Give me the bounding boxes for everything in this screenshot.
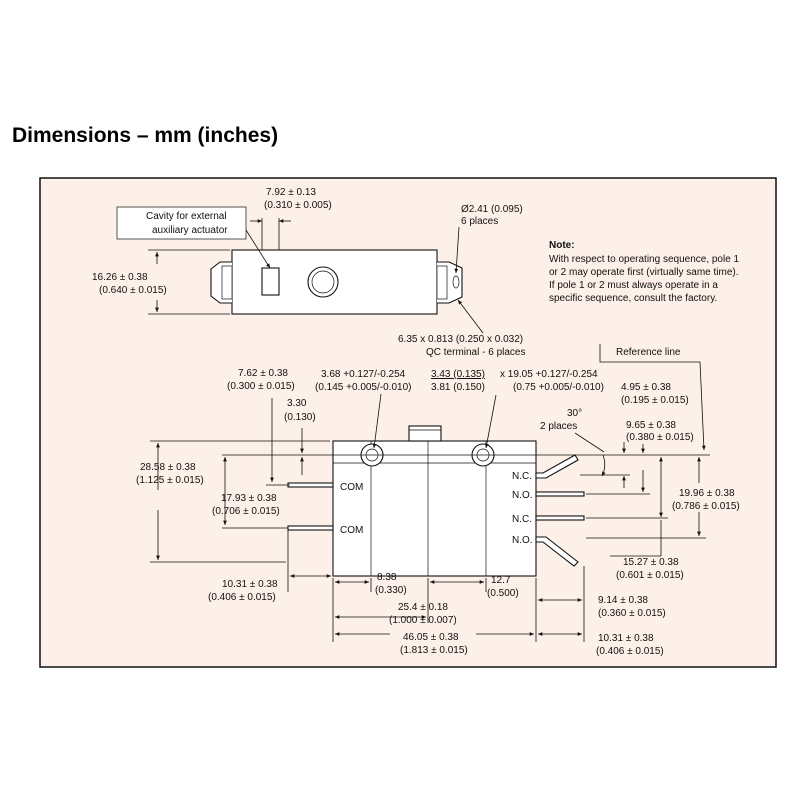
dim-19-05-in: (0.75 +0.005/-0.010) [513,382,604,393]
plunger-ring [307,266,339,298]
dim-angle-places: 2 places [540,421,577,432]
note-line-3: If pole 1 or 2 must always operate in a [549,280,718,291]
dim-10-31-right-in: (0.406 ± 0.015) [596,646,664,657]
dim-17-93: 17.93 ± 0.38 [221,493,277,504]
note-heading: Note: [549,240,575,251]
label-com-2: COM [340,525,363,536]
no-terminal-1 [535,491,585,497]
dim-4-95: 4.95 ± 0.38 [621,382,671,393]
actuator-cavity [261,267,280,296]
dim-15-27-in: (0.601 ± 0.015) [616,570,684,581]
dim-19-05: x 19.05 +0.127/-0.254 [500,369,598,380]
dim-3-43: 3.43 (0.135) [431,369,485,380]
no-terminal-2 [535,536,579,567]
dim-28-58: 28.58 ± 0.38 [140,462,196,473]
terminal-hole [452,275,460,289]
dim-17-93-in: (0.706 ± 0.015) [212,506,280,517]
cavity-label-line1: Cavity for external [146,211,227,222]
cavity-label-line2: auxiliary actuator [152,225,228,236]
label-com-1: COM [340,482,363,493]
dim-46-05-in: (1.813 ± 0.015) [400,645,468,656]
dim-angle: 30° [567,408,582,419]
dim-25-4-in: (1.000 ± 0.007) [389,615,457,626]
dim-3-30: 3.30 [287,398,307,409]
dim-3-68: 3.68 +0.127/-0.254 [321,369,406,380]
note-line-4: specific sequence, consult the factory. [549,293,717,304]
dim-terminal-label: QC terminal - 6 places [426,347,525,358]
note-block: Note: With respect to operating sequence… [549,240,740,304]
cavity-label-box [116,206,247,240]
dim-8-38: 8.38 [377,572,397,583]
dim-10-31-left: 10.31 ± 0.38 [222,579,278,590]
dim-9-65-in: (0.380 ± 0.015) [626,432,694,443]
drawing-panel [39,177,777,668]
dim-7-62-in: (0.300 ± 0.015) [227,381,295,392]
nc-terminal-1 [535,454,579,479]
dim-28-58-in: (1.125 ± 0.015) [136,475,204,486]
dim-hole-places: 6 places [461,216,498,227]
dim-16-26-in: (0.640 ± 0.015) [99,285,167,296]
left-terminal-base [221,265,233,300]
note-line-1: With respect to operating sequence, pole… [549,254,740,265]
left-qc-terminal [210,261,232,304]
plunger [311,270,335,294]
dim-10-31-left-in: (0.406 ± 0.015) [208,592,276,603]
dim-4-95-in: (0.195 ± 0.015) [621,395,689,406]
dim-16-26: 16.26 ± 0.38 [92,272,148,283]
label-nc-2: N.C. [512,514,532,525]
page-title: Dimensions – mm (inches) [12,124,279,147]
dim-7-92-in: (0.310 ± 0.005) [264,200,332,211]
right-terminal-base [436,265,448,300]
label-nc-1: N.C. [512,471,532,482]
plunger [408,425,442,442]
dim-15-27: 15.27 ± 0.38 [623,557,679,568]
dim-9-65: 9.65 ± 0.38 [626,420,676,431]
dim-19-96-in: (0.786 ± 0.015) [672,501,740,512]
dim-9-14: 9.14 ± 0.38 [598,595,648,606]
dim-8-38-in: (0.330) [375,585,407,596]
label-no-2: N.O. [512,535,533,546]
front-view: COM COM N.C. N.O. N.C. N.O. Reference li… [136,344,740,657]
com-terminal-2 [287,525,334,531]
dim-10-31-right: 10.31 ± 0.38 [598,633,654,644]
right-qc-terminal [437,261,463,304]
dim-3-68-in: (0.145 +0.005/-0.010) [315,382,411,393]
dim-25-4: 25.4 ± 0.18 [398,602,448,613]
nc-terminal-2 [535,515,585,521]
dim-7-62: 7.62 ± 0.38 [238,368,288,379]
dim-46-05: 46.05 ± 0.38 [403,632,459,643]
dim-terminal: 6.35 x 0.813 (0.250 x 0.032) [398,334,523,345]
dim-12-7-in: (0.500) [487,588,519,599]
dim-3-30-in: (0.130) [284,412,316,423]
reference-line-label: Reference line [616,347,681,358]
dim-hole: Ø2.41 (0.095) [461,204,523,215]
dim-9-14-in: (0.360 ± 0.015) [598,608,666,619]
dim-12-7: 12.7 [491,575,511,586]
com-terminal-1 [287,482,334,488]
top-view: 7.92 ± 0.13 (0.310 ± 0.005) Cavity for e… [92,187,525,358]
dim-19-96: 19.96 ± 0.38 [679,488,735,499]
label-no-1: N.O. [512,490,533,501]
dim-3-81: 3.81 (0.150) [431,382,485,393]
note-line-2: or 2 may operate first (virtually same t… [549,267,739,278]
dim-7-92: 7.92 ± 0.13 [266,187,316,198]
